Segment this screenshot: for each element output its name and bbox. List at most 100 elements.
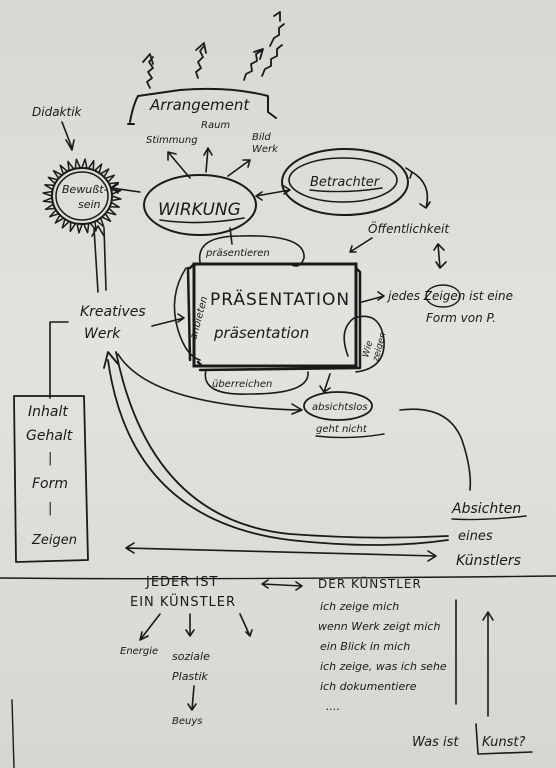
sun-ray (101, 213, 112, 223)
jeder-line2: EIN KÜNSTLER (130, 593, 236, 610)
geht-nicht-label: geht nicht (316, 424, 368, 435)
sun-ray (110, 188, 122, 195)
der-kuenstler-line2: wenn Werk zeigt mich (318, 620, 440, 633)
inhalt-box: Inhalt Gehalt | Form | Zeigen (13, 395, 89, 563)
praesentation-title: PRÄSENTATION (210, 289, 350, 310)
praesentation-box: PRÄSENTATION präsentation (186, 262, 362, 372)
horizontal-arrow (125, 542, 437, 562)
jedes-zeigen-line2: Form von P. (426, 311, 496, 325)
zeigen-circle (425, 284, 461, 308)
arrangement-banner: Arrangement (127, 87, 277, 125)
praesentieren-label: präsentieren (205, 248, 270, 259)
sun-ray (81, 158, 88, 169)
jeder-line1: JEDER IST (145, 575, 218, 590)
sun-ray (42, 190, 54, 197)
kunst-box (475, 723, 533, 755)
sun-ray (108, 181, 120, 189)
inhalt-item-0: Inhalt (28, 404, 68, 420)
ueberreichen-label: überreichen (212, 379, 272, 390)
kunst-label: Kunst? (482, 735, 526, 750)
wie-label: Wie (361, 339, 375, 358)
jedes-zeigen-line1: jedes Zeigen ist eine (386, 289, 513, 303)
bewusstsein-werk-arrow (91, 225, 107, 293)
werk-absicht-curve (117, 353, 303, 415)
sun-ray (59, 164, 69, 175)
werk-praesentation-arrow (151, 313, 185, 327)
raum-label: Raum (201, 120, 230, 131)
der-kuenstler-line3: ein Blick in mich (320, 640, 410, 653)
sun-ray (105, 207, 117, 216)
eines-label: eines (458, 529, 493, 544)
absichtslos-node: absichtslos geht nicht (303, 391, 385, 439)
wirkung-label: WIRKUNG (158, 200, 241, 220)
absichtslos-label: absichtslos (312, 402, 368, 413)
anbieten-label: anbieten (188, 295, 210, 340)
sun-ray (54, 214, 65, 224)
oeffentlichkeit-label: Öffentlichkeit (368, 220, 450, 236)
werk-label: Werk (252, 144, 279, 155)
absichten-curve (399, 408, 472, 491)
kunst-arrow (482, 611, 494, 717)
der-kuenstler-line5: ich dokumentiere (320, 680, 417, 693)
praesentation-sub: präsentation (213, 324, 309, 342)
inhalt-item-1: Gehalt (26, 428, 73, 444)
werk-label-main: Werk (84, 326, 121, 342)
stimmung-label: Stimmung (146, 135, 198, 146)
sun-ray (94, 163, 103, 174)
sun-ray (109, 201, 120, 208)
sun-ray (52, 169, 63, 179)
sun-ray (83, 223, 90, 234)
didaktik-label: Didaktik (32, 105, 83, 119)
sun-ray (99, 168, 110, 178)
bewusstsein-label-1: Bewußt- (62, 183, 108, 196)
inhalt-item-3: Form (32, 476, 68, 492)
sun-ray (87, 159, 95, 171)
betrachter-label: Betrachter (310, 175, 381, 190)
sun-ray (44, 184, 55, 191)
inhalt-item-2: | (48, 451, 52, 466)
praesentation-absicht-arrow (319, 373, 331, 393)
wirkung-node: WIRKUNG (143, 174, 257, 236)
sun-ray (110, 195, 122, 202)
divider-line (0, 575, 556, 580)
sun-ray (69, 221, 77, 233)
kuenstlers-label: Künstlers (456, 553, 521, 569)
sun-ray (76, 223, 83, 234)
soziale-label: soziale (172, 650, 210, 663)
bewusstsein-node: Bewußt- sein (42, 158, 122, 234)
didaktik-arrow (61, 121, 75, 151)
absichten-label: Absichten (451, 501, 521, 517)
kreatives-label: Kreatives (80, 304, 146, 320)
inhalt-item-4: | (48, 501, 52, 516)
sun-ray (61, 218, 70, 229)
der-kuenstler-line6: .... (326, 700, 340, 713)
jedes-zeigen-arrow (361, 291, 385, 303)
sun-ray (104, 174, 116, 183)
beuys-label: Beuys (172, 716, 202, 727)
oeffentlichkeit-arrows (349, 167, 447, 269)
sun-ray (42, 197, 54, 204)
plastik-label: Plastik (172, 670, 209, 683)
sun-ray (47, 176, 59, 185)
zeigen-side-label: zeigen (371, 331, 389, 364)
squiggle-arrows (142, 11, 285, 89)
sun-ray (48, 209, 60, 218)
was-ist-label: Was ist (412, 735, 459, 750)
der-kuenstler-line1: ich zeige mich (320, 600, 399, 613)
der-kuenstler-title: DER KÜNSTLER (318, 575, 422, 591)
wirkung-arrows (111, 147, 291, 245)
sun-ray (67, 160, 75, 172)
absichten-underline (451, 515, 527, 521)
inhalt-item-5: Zeigen (31, 533, 77, 548)
left-margin-line (11, 699, 15, 768)
arrangement-label: Arrangement (149, 96, 250, 114)
sun-ray (74, 158, 81, 169)
sun-ray (44, 203, 56, 211)
sun-ray (95, 217, 105, 228)
absichten-werk-curves (103, 351, 449, 546)
jeder-arrows (139, 579, 303, 711)
energie-label: Energie (120, 646, 158, 657)
der-kuenstler-line4: ich zeige, was ich sehe (320, 660, 447, 673)
